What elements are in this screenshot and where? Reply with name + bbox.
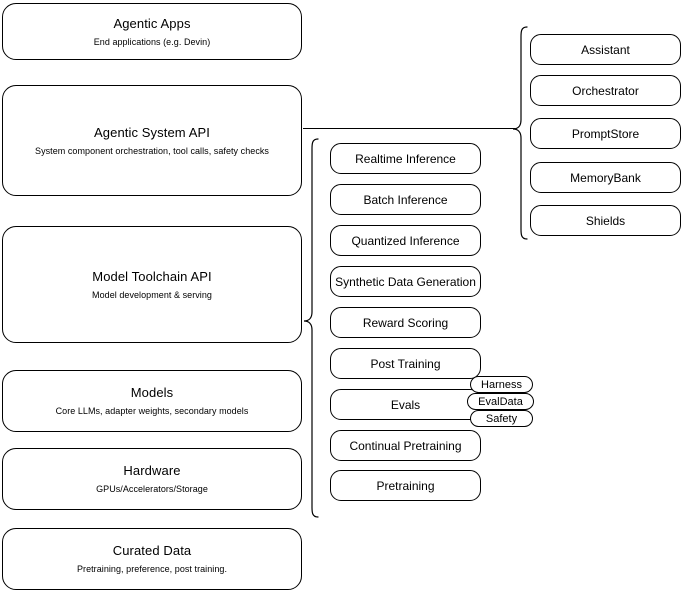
layer-subtitle: Model development & serving (92, 289, 212, 300)
component-orchestrator[interactable]: Orchestrator (530, 75, 681, 106)
component-label: PromptStore (571, 126, 640, 141)
layer-agentic-system-api[interactable]: Agentic System API System component orch… (2, 85, 302, 196)
capability-label: Post Training (370, 356, 441, 371)
capability-evals[interactable]: Evals (330, 389, 481, 420)
capability-batch-inference[interactable]: Batch Inference (330, 184, 481, 215)
capability-reward-scoring[interactable]: Reward Scoring (330, 307, 481, 338)
capability-realtime-inference[interactable]: Realtime Inference (330, 143, 481, 174)
brace-agentic-components (512, 26, 528, 240)
connector-agentic-system-api-to-components (303, 128, 515, 129)
capability-label: Evals (390, 397, 421, 412)
layer-title: Hardware (123, 463, 181, 478)
component-promptstore[interactable]: PromptStore (530, 118, 681, 149)
capability-quantized-inference[interactable]: Quantized Inference (330, 225, 481, 256)
capability-label: Batch Inference (363, 192, 448, 207)
capability-post-training[interactable]: Post Training (330, 348, 481, 379)
eval-tag-evaldata[interactable]: EvalData (467, 393, 534, 410)
layer-agentic-apps[interactable]: Agentic Apps End applications (e.g. Devi… (2, 3, 302, 60)
capability-synthetic-data-generation[interactable]: Synthetic Data Generation (330, 266, 481, 297)
layer-hardware[interactable]: Hardware GPUs/Accelerators/Storage (2, 448, 302, 510)
layer-title: Models (130, 385, 174, 400)
layer-subtitle: Core LLMs, adapter weights, secondary mo… (55, 406, 249, 416)
eval-tag-label: EvalData (478, 395, 523, 408)
brace-model-toolchain (303, 138, 319, 518)
layer-title: Model Toolchain API (92, 268, 212, 284)
capability-label: Realtime Inference (355, 151, 456, 166)
eval-tag-harness[interactable]: Harness (470, 376, 533, 393)
layer-title: Agentic System API (94, 124, 210, 140)
capability-label: Reward Scoring (362, 315, 449, 330)
component-assistant[interactable]: Assistant (530, 34, 681, 65)
layer-subtitle: GPUs/Accelerators/Storage (96, 484, 208, 494)
eval-tag-safety[interactable]: Safety (470, 410, 533, 427)
layer-title: Curated Data (112, 543, 192, 558)
component-shields[interactable]: Shields (530, 205, 681, 236)
component-label: MemoryBank (570, 170, 641, 185)
layer-subtitle: Pretraining, preference, post training. (76, 564, 228, 574)
capability-label: Quantized Inference (351, 233, 460, 248)
eval-tag-label: Safety (485, 412, 518, 425)
component-label: Assistant (581, 42, 630, 57)
component-memorybank[interactable]: MemoryBank (530, 162, 681, 193)
capability-label: Synthetic Data Generation (335, 274, 476, 289)
layer-curated-data[interactable]: Curated Data Pretraining, preference, po… (2, 528, 302, 590)
capability-label: Continual Pretraining (349, 438, 462, 453)
eval-tag-label: Harness (481, 378, 522, 391)
layer-model-toolchain-api[interactable]: Model Toolchain API Model development & … (2, 226, 302, 343)
capability-continual-pretraining[interactable]: Continual Pretraining (330, 430, 481, 461)
layer-title: Agentic Apps (113, 15, 191, 31)
component-label: Orchestrator (572, 83, 639, 98)
capability-pretraining[interactable]: Pretraining (330, 470, 481, 501)
layer-models[interactable]: Models Core LLMs, adapter weights, secon… (2, 370, 302, 432)
component-label: Shields (585, 213, 626, 228)
layer-subtitle: System component orchestration, tool cal… (35, 145, 269, 156)
capability-label: Pretraining (376, 478, 435, 493)
layer-subtitle: End applications (e.g. Devin) (93, 36, 211, 47)
